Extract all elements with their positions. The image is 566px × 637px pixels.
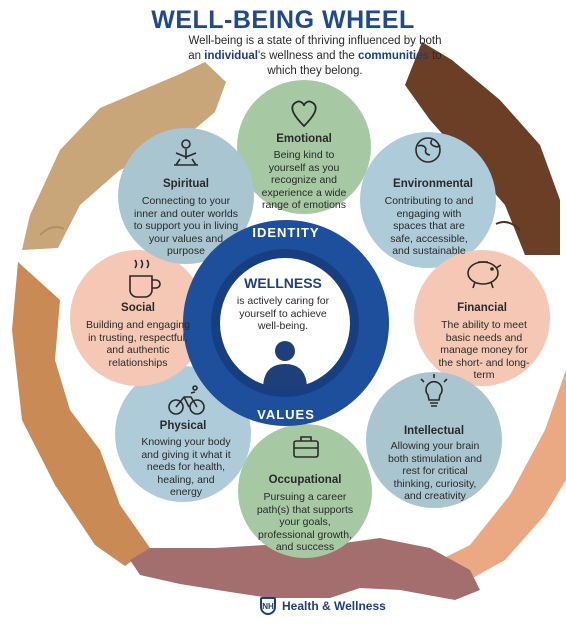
bicycle-icon — [168, 385, 205, 415]
emotional-description: Being kind to yourself as you recognize … — [261, 149, 347, 211]
social-description: Building and engaging in trusting, respe… — [86, 319, 190, 369]
physical-circle — [115, 366, 251, 502]
unh-logo: NH — [260, 597, 276, 615]
occupational-description: Pursuing a career path(s) that supports … — [256, 491, 354, 553]
intellectual-title: Intellectual — [403, 425, 465, 437]
intellectual-description: Allowing your brain both stimulation and… — [388, 440, 482, 502]
emotional-title: Emotional — [276, 133, 332, 145]
spiritual-circle — [118, 128, 254, 264]
financial-description: The ability to meet basic needs and mana… — [438, 319, 530, 381]
spiritual-description: Connecting to your inner and outer world… — [133, 195, 239, 257]
physical-title: Physical — [159, 420, 207, 432]
environmental-circle — [360, 132, 496, 268]
occupational-circle — [238, 424, 372, 558]
physical-description: Knowing your body and giving it what it … — [141, 436, 231, 498]
heart-icon — [291, 100, 317, 128]
hand-left-icon — [12, 262, 150, 566]
emotional-circle — [237, 80, 371, 214]
spiritual-title: Spiritual — [162, 178, 209, 190]
hand-top-left-icon — [22, 62, 226, 250]
social-circle — [70, 250, 206, 386]
occupational-title: Occupational — [268, 474, 342, 486]
footer-branding: NH Health & Wellness — [260, 596, 386, 616]
page-subtitle: Well-being is a state of thriving influe… — [188, 35, 442, 77]
hand-bottom-icon — [130, 538, 480, 600]
center-core — [220, 258, 350, 388]
briefcase-icon — [293, 436, 319, 458]
hand-top-right-icon — [405, 42, 560, 255]
person-icon — [263, 341, 307, 389]
environmental-title: Environmental — [393, 178, 473, 190]
coffee-cup-icon — [129, 259, 161, 298]
lightbulb-icon — [420, 374, 448, 407]
environmental-description: Contributing to and engaging with spaces… — [384, 195, 474, 257]
social-title: Social — [121, 302, 155, 314]
meditation-icon — [174, 139, 198, 166]
financial-circle — [414, 250, 550, 386]
financial-title: Financial — [457, 302, 507, 314]
globe-icon — [415, 137, 441, 163]
values-label: VALUES — [257, 407, 315, 422]
footer-org-name: Health & Wellness — [282, 599, 386, 613]
piggy-bank-icon — [467, 261, 502, 289]
page-title: WELL-BEING WHEEL — [151, 6, 415, 34]
wellness-description: is actively caring for yourself to achie… — [236, 295, 330, 332]
wellness-title: WELLNESS — [244, 275, 322, 291]
identity-label: IDENTITY — [252, 225, 320, 240]
intellectual-circle — [366, 372, 502, 508]
